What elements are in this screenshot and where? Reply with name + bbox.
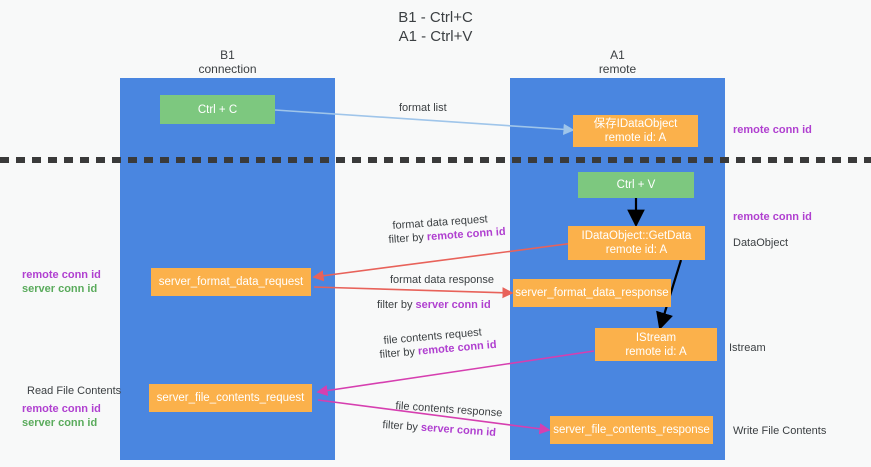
right-label-remote-conn-id-mid: remote conn id <box>733 211 812 223</box>
box-ctrl-v[interactable]: Ctrl + V <box>578 172 694 198</box>
box-server-file-contents-response-label: server_file_contents_response <box>553 424 710 436</box>
left-label-read-file-contents: Read File Contents <box>27 385 122 397</box>
box-server-format-data-request-label: server_format_data_request <box>158 276 304 288</box>
box-ctrl-v-label: Ctrl + V <box>616 179 656 191</box>
box-server-file-contents-response[interactable]: server_file_contents_response <box>550 416 713 444</box>
title-line-2: A1 - Ctrl+V <box>398 28 473 45</box>
box-server-format-data-response-label: server_format_data_response <box>515 287 669 299</box>
box-ctrl-c-label: Ctrl + C <box>197 103 238 116</box>
right-label-dataobject: DataObject <box>733 237 789 249</box>
right-label-write-file-contents: Write File Contents <box>733 425 827 437</box>
box-server-format-data-request[interactable]: server_format_data_request <box>151 268 311 296</box>
filter-value-server-conn-id: server conn id <box>415 299 491 311</box>
box-idataobject-getdata[interactable]: IDataObject::GetData remote id: A <box>568 226 705 260</box>
edge-label-file-contents-response-filter: filter by server conn id <box>382 418 496 440</box>
filter-value-remote-conn-id: remote conn id <box>426 225 506 244</box>
edge-label-format-data-response-filter: filter by server conn id <box>377 298 491 312</box>
column-header-a1-name: A1 <box>610 48 625 62</box>
filter-prefix: filter by <box>379 345 419 361</box>
title-line-1: B1 - Ctrl+C <box>398 9 473 26</box>
arrow-format-data-response <box>313 286 514 299</box>
box-ctrl-c[interactable]: Ctrl + C <box>160 95 275 124</box>
box-istream-label: IStream remote id: A <box>625 331 687 358</box>
filter-prefix: filter by <box>382 418 422 434</box>
box-save-idataobject-label: 保存IDataObject remote id: A <box>593 118 678 144</box>
column-header-b1-name: B1 <box>220 48 235 62</box>
filter-prefix: filter by <box>377 299 416 311</box>
box-server-file-contents-request-label: server_file_contents_request <box>156 392 305 404</box>
box-server-format-data-response[interactable]: server_format_data_response <box>513 279 671 307</box>
left-label-read-server-conn-id: server conn id <box>22 417 98 429</box>
edge-label-format-list: format list <box>399 102 447 114</box>
filter-prefix: filter by <box>388 231 428 246</box>
column-header-b1-role: connection <box>198 62 257 76</box>
diagram-title: B1 - Ctrl+C A1 - Ctrl+V <box>0 8 871 46</box>
right-label-istream: Istream <box>729 342 766 354</box>
filter-value-server-conn-id: server conn id <box>420 421 497 439</box>
edge-label-file-contents-response: file contents response <box>395 399 503 420</box>
edge-label-format-data-response: format data response <box>390 274 494 286</box>
right-label-remote-conn-id-top: remote conn id <box>733 124 812 136</box>
left-label-read-remote-conn-id: remote conn id <box>22 403 101 415</box>
box-server-file-contents-request[interactable]: server_file_contents_request <box>149 384 312 412</box>
box-istream[interactable]: IStream remote id: A <box>595 328 717 361</box>
left-label-server-conn-id: server conn id <box>22 283 98 295</box>
left-label-remote-conn-id: remote conn id <box>22 269 101 281</box>
box-save-idataobject[interactable]: 保存IDataObject remote id: A <box>573 115 698 147</box>
column-header-a1-role: remote <box>598 62 637 76</box>
box-idataobject-getdata-label: IDataObject::GetData remote id: A <box>581 230 692 256</box>
